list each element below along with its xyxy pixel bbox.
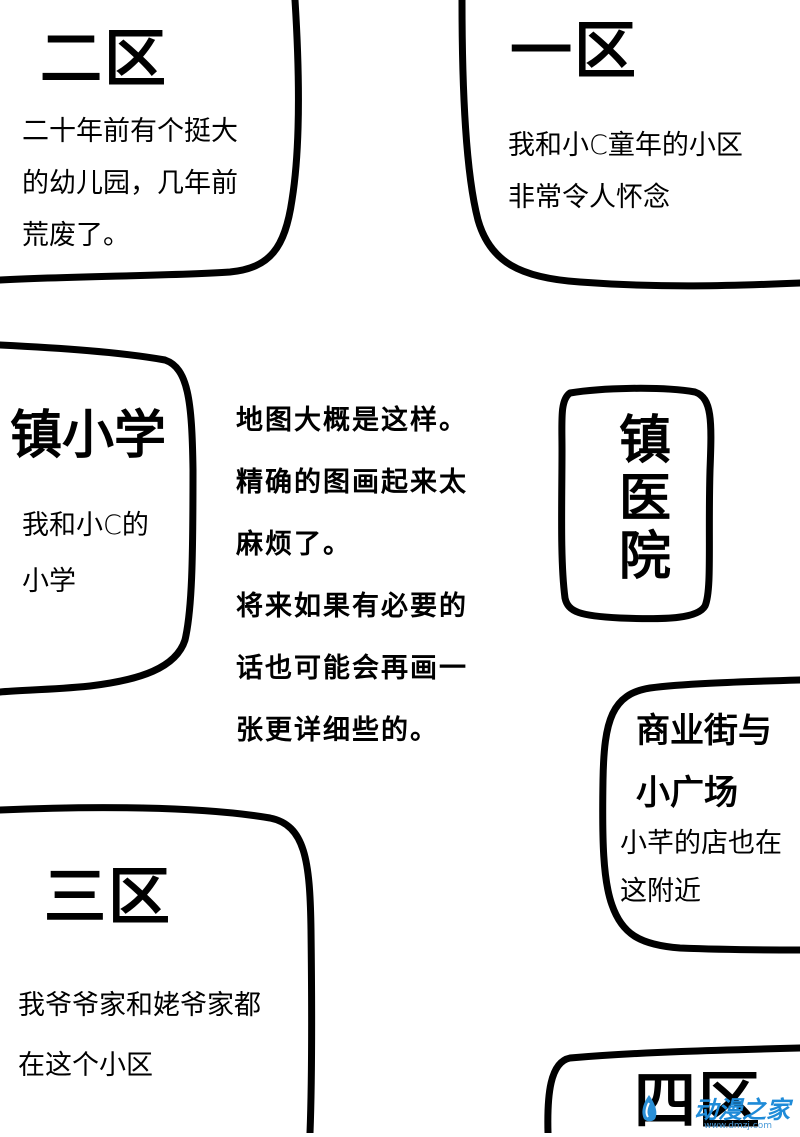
- zone4-frame: [544, 1044, 800, 1133]
- zone1-description: 我和小C童年的小区 非常令人怀念: [508, 120, 743, 224]
- zone3-frame: [0, 804, 316, 1133]
- center-note-line: 地图大概是这样。: [236, 405, 468, 436]
- watermark-logo-icon: [642, 1095, 657, 1122]
- zone3-description: 我爷爷家和姥爷家都 在这个小区: [18, 976, 261, 1096]
- school-line: 我和小C的: [22, 510, 149, 541]
- center-note: 地图大概是这样。 精确的图画起来太 麻烦了。 将来如果有必要的 话也可能会再画一…: [236, 390, 468, 762]
- zone1-title: 一区: [510, 14, 639, 87]
- hospital-title-char: 镇: [618, 411, 671, 471]
- street-line: 这附近: [620, 876, 701, 907]
- zone2-description: 二十年前有个挺大 的幼儿园，几年前 荒废了。: [22, 106, 238, 262]
- zone4-title: 四区: [634, 1064, 763, 1137]
- watermark-url: www.dmzj.com: [704, 1121, 772, 1131]
- hospital-frame: [558, 384, 715, 623]
- zone1-line: 我和小C童年的小区: [508, 130, 743, 161]
- zone2-title: 二区: [40, 22, 169, 95]
- center-note-line: 话也可能会再画一: [236, 653, 468, 684]
- zone2-line: 的幼儿园，几年前: [22, 168, 238, 199]
- street-title-line: 商业街与: [636, 711, 772, 751]
- street-description: 小芊的店也在 这附近: [620, 820, 782, 916]
- zone1-line: 非常令人怀念: [508, 182, 670, 213]
- school-description: 我和小C的 小学: [22, 498, 149, 610]
- zone2-line: 荒废了。: [22, 220, 130, 251]
- school-line: 小学: [22, 566, 76, 597]
- street-frame: [599, 676, 800, 954]
- center-note-line: 麻烦了。: [236, 529, 352, 560]
- center-note-line: 张更详细些的。: [236, 715, 439, 746]
- zone2-line: 二十年前有个挺大: [22, 116, 238, 147]
- school-title: 镇小学: [10, 406, 167, 466]
- zone3-title: 三区: [44, 860, 173, 933]
- school-frame: [0, 341, 197, 696]
- hospital-title-char: 医: [618, 469, 671, 529]
- center-note-line: 精确的图画起来太: [236, 467, 468, 498]
- hospital-title: 镇 医 院: [615, 412, 675, 586]
- street-title-line: 小广场: [636, 773, 738, 813]
- watermark-text: 动漫之家: [694, 1096, 790, 1124]
- street-line: 小芊的店也在: [620, 828, 782, 859]
- hospital-title-char: 院: [618, 527, 671, 587]
- center-note-line: 将来如果有必要的: [236, 591, 468, 622]
- zone3-line: 在这个小区: [18, 1050, 153, 1081]
- street-title: 商业街与 小广场: [636, 700, 772, 824]
- zone3-line: 我爷爷家和姥爷家都: [18, 990, 261, 1021]
- zone2-frame: [0, 0, 302, 284]
- zone1-frame: [458, 0, 800, 290]
